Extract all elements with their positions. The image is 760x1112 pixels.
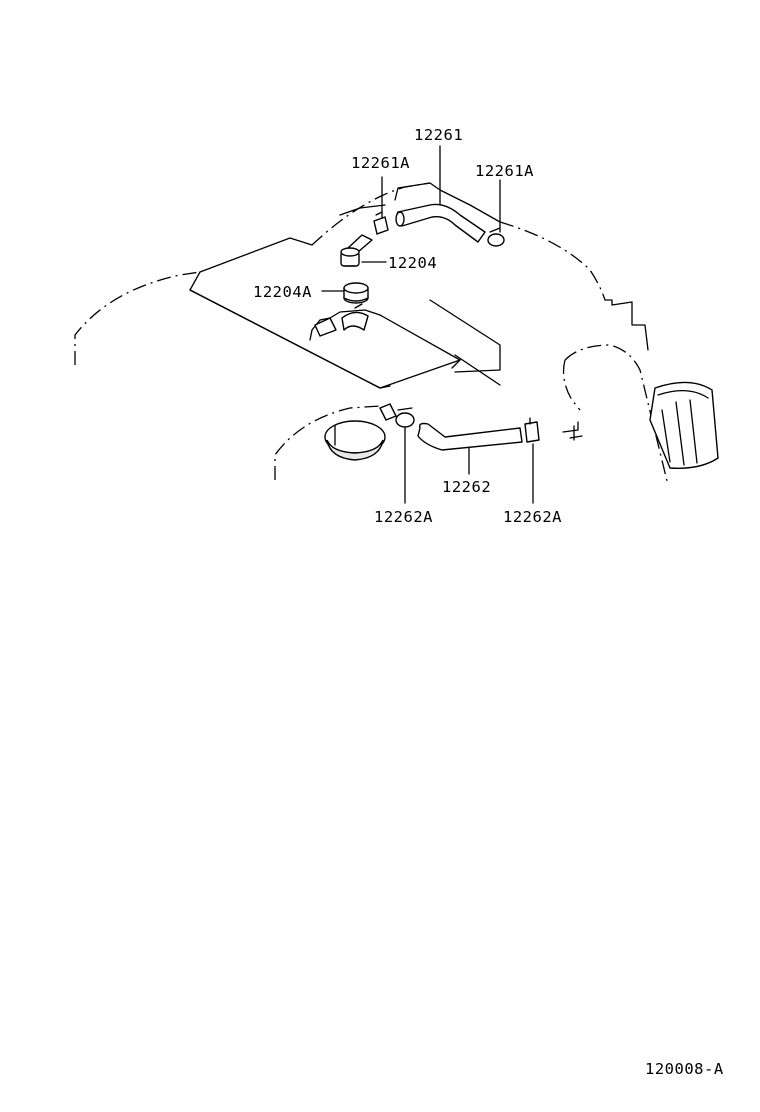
label-12261: 12261 — [414, 126, 463, 144]
clamp-upper-left — [373, 211, 389, 235]
label-12261a-left: 12261A — [351, 154, 410, 172]
label-12204a: 12204A — [253, 283, 312, 301]
upper-bracket — [339, 182, 501, 223]
small-connector — [379, 403, 397, 421]
pcv-grommet — [343, 282, 369, 304]
oil-filler-cap — [324, 420, 386, 461]
ventilation-hose-upper — [395, 203, 486, 243]
cylinder-head-cover — [189, 237, 501, 389]
label-12262a-right: 12262A — [503, 508, 562, 526]
clamp-upper-right — [487, 227, 505, 247]
label-12204: 12204 — [388, 254, 437, 272]
label-12262: 12262 — [442, 478, 491, 496]
label-12261a-right: 12261A — [475, 162, 534, 180]
clamp-lower-left — [395, 407, 415, 428]
air-intake-fitting — [562, 421, 583, 441]
air-cleaner-cap — [649, 381, 719, 469]
leader-lines — [321, 145, 534, 504]
pcv-valve — [340, 234, 373, 267]
engine-step — [604, 299, 649, 351]
label-12262a-left: 12262A — [374, 508, 433, 526]
figure-id: 120008-A — [645, 1060, 724, 1078]
ventilation-hose-lower — [417, 422, 523, 451]
clamp-lower-right — [524, 417, 540, 443]
